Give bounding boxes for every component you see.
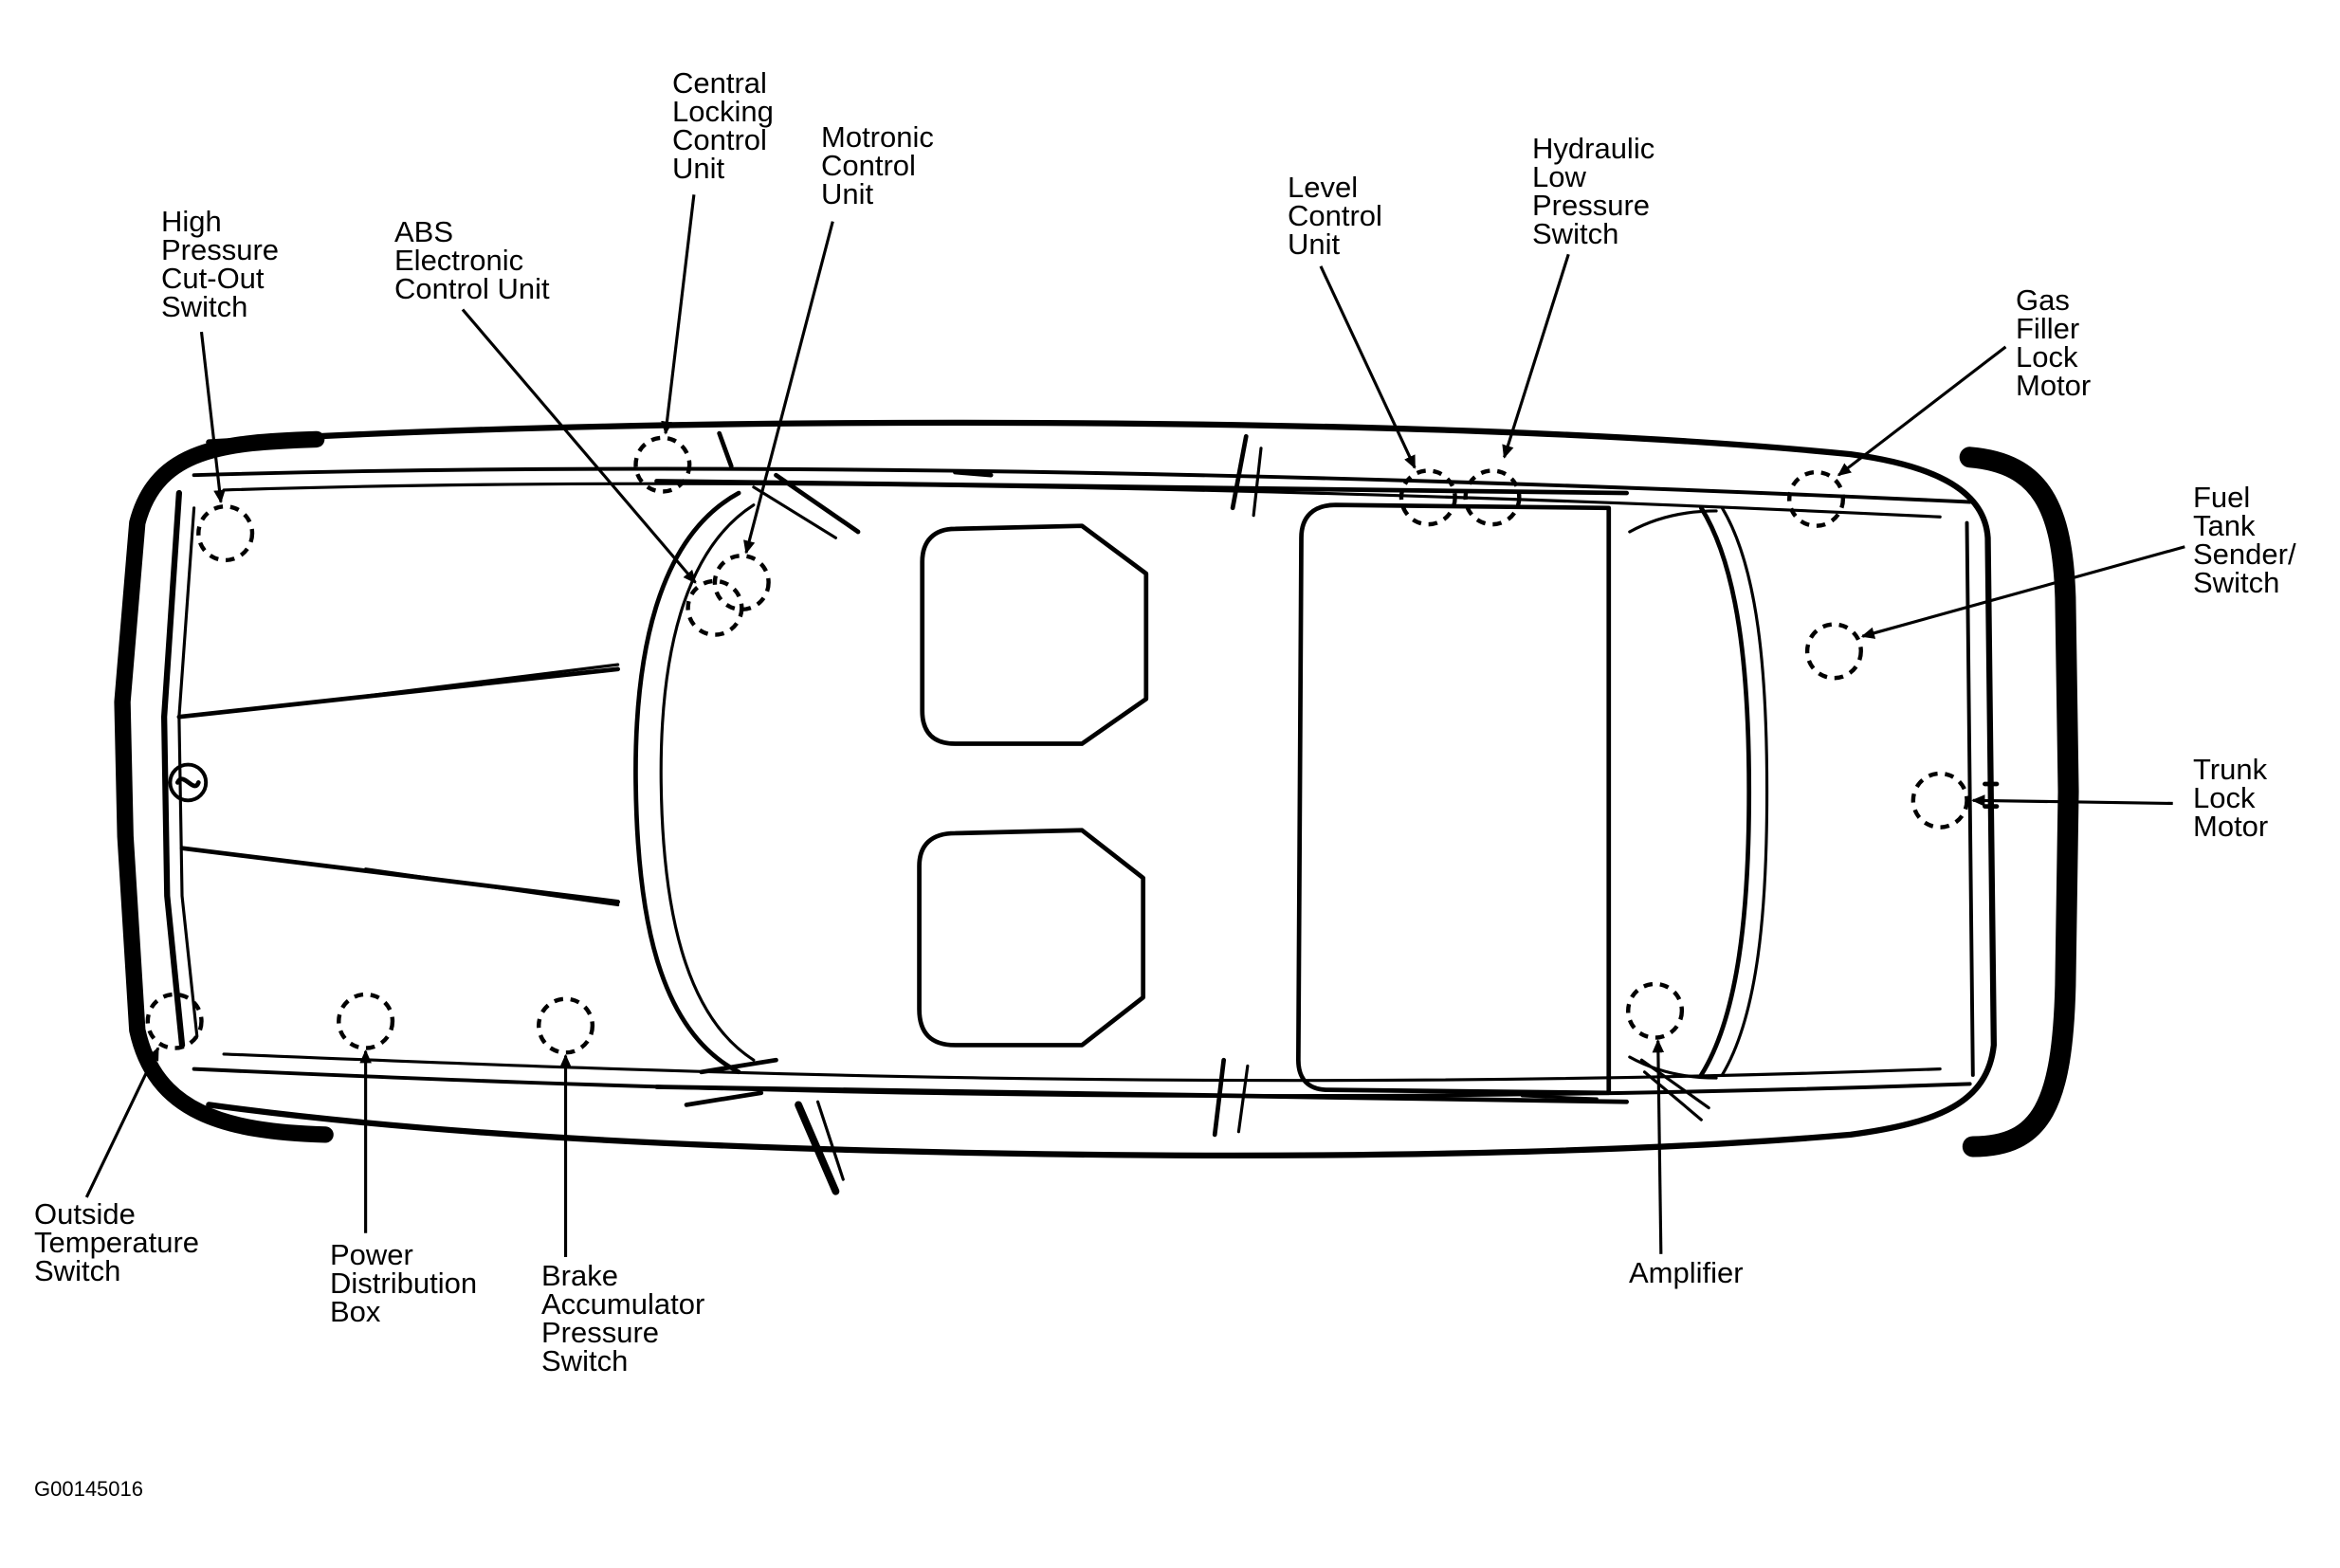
label-central-locking-control-unit: Central Locking Control Unit (672, 66, 774, 185)
leader-fuel-tank (1860, 545, 2185, 639)
high-pressure-cutout-switch-marker (196, 504, 255, 563)
windshield (633, 490, 741, 1075)
fuel-tank-sender-marker (1804, 622, 1863, 681)
leader-hydraulic (1502, 253, 1570, 459)
figure-code: G00145016 (34, 1477, 143, 1501)
front-seat-right (917, 828, 1146, 1048)
label-abs-electronic-control-unit: ABS Electronic Control Unit (394, 215, 550, 305)
label-trunk-lock-motor: Trunk Lock Motor (2193, 753, 2269, 843)
label-power-distribution-box: Power Distribution Box (330, 1238, 478, 1328)
label-amplifier: Amplifier (1629, 1256, 1744, 1289)
hood (160, 489, 186, 1048)
brake-accumulator-switch-marker (537, 996, 595, 1055)
leader-high-pressure (199, 331, 226, 504)
leader-trunk-lock (1971, 794, 2173, 807)
rear-window (1698, 505, 1752, 1078)
rear-seat-panel (1296, 502, 1612, 1096)
power-distribution-box-marker (337, 992, 395, 1050)
amplifier-marker (1626, 981, 1685, 1040)
front-bumper (114, 430, 334, 1143)
car-body (114, 419, 2079, 1195)
label-outside-temperature-switch: Outside Temperature Switch (34, 1197, 200, 1287)
rear-bumper (1959, 447, 2079, 1158)
outside-temp-switch-marker (145, 992, 204, 1050)
abs-control-unit-marker (686, 578, 744, 637)
label-high-pressure-cutout-switch: High Pressure Cut-Out Switch (161, 205, 280, 323)
level-control-unit-marker (1399, 468, 1457, 527)
label-hydraulic-low-pressure-switch: Hydraulic Low Pressure Switch (1532, 132, 1655, 250)
motronic-control-unit-marker (712, 553, 771, 612)
gas-filler-lock-motor-marker (1786, 469, 1846, 528)
hood-emblem (168, 762, 209, 803)
trunk-lock-motor-marker (1910, 771, 1969, 830)
leader-gas-filler (1837, 345, 2007, 477)
leader-central-locking (661, 194, 696, 435)
leader-abs (461, 308, 697, 584)
front-seat-left (920, 523, 1149, 746)
leader-amplifier (1652, 1039, 1665, 1254)
label-gas-filler-lock-motor: Gas Filler Lock Motor (2016, 283, 2092, 402)
leader-level-control (1319, 265, 1417, 469)
hydraulic-low-pressure-switch-marker (1463, 468, 1522, 527)
label-brake-accumulator-pressure-switch: Brake Accumulator Pressure Switch (541, 1259, 705, 1377)
label-motronic-control-unit: Motronic Control Unit (821, 120, 934, 210)
label-level-control-unit: Level Control Unit (1288, 171, 1382, 261)
central-locking-control-unit-marker (633, 435, 692, 494)
label-fuel-tank-sender-switch: Fuel Tank Sender/ Switch (2193, 481, 2296, 599)
body-outline (206, 419, 1997, 1158)
leader-motronic (743, 221, 834, 555)
leader-outside-temp (84, 1047, 160, 1198)
